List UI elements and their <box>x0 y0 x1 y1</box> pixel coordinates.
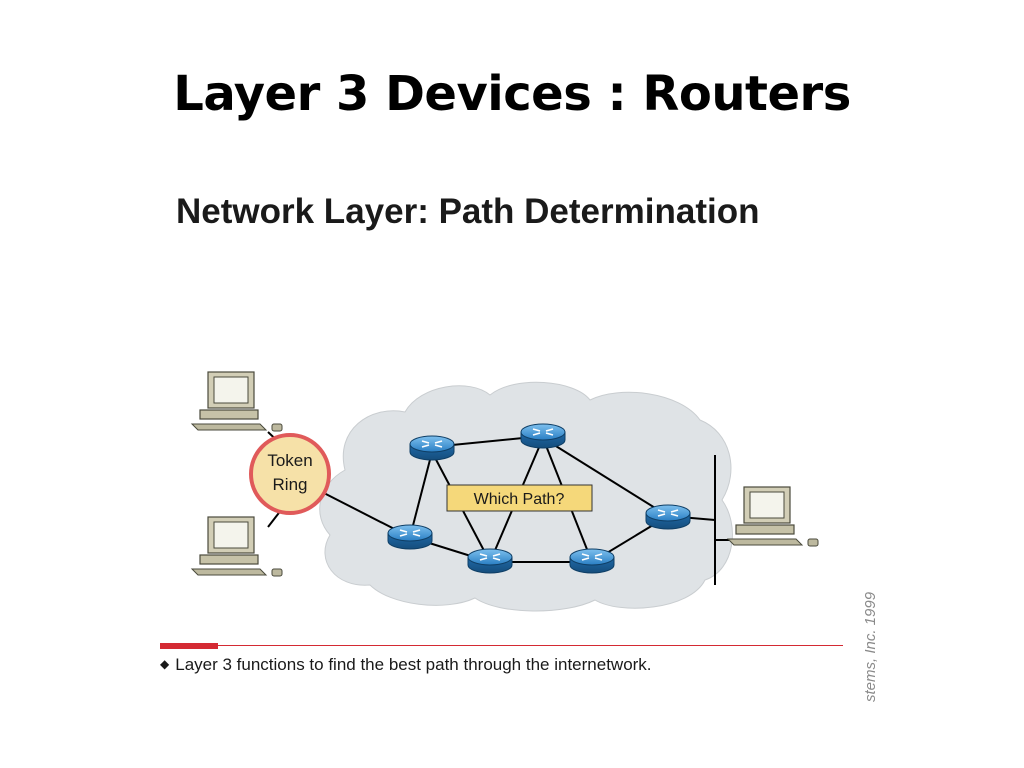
token-ring-label-line1: Token <box>267 451 312 470</box>
router-4 <box>467 548 513 574</box>
which-path-label-box <box>446 484 593 512</box>
diamond-bullet-icon: ◆ <box>160 657 170 671</box>
computer-icon <box>191 371 283 432</box>
copyright-text: stems, Inc. 1999 <box>862 591 879 702</box>
caption-accent-bar <box>160 643 218 649</box>
which-path-label: Which Path? <box>474 491 565 508</box>
router-6 <box>645 504 691 530</box>
router-1 <box>409 435 455 461</box>
router-2 <box>520 423 566 449</box>
router-5 <box>569 548 615 574</box>
caption: ◆ Layer 3 functions to find the best path… <box>160 655 652 675</box>
diagram-subtitle: Network Layer: Path Determination <box>176 192 760 231</box>
caption-text: Layer 3 functions to find the best path … <box>175 655 652 674</box>
caption-divider <box>218 645 843 646</box>
router-3 <box>387 524 433 550</box>
token-ring-label-line2: Ring <box>273 475 308 494</box>
computer-icon <box>727 486 819 547</box>
token-ring-node <box>249 433 331 515</box>
slide-title: Layer 3 Devices : Routers <box>173 66 851 122</box>
